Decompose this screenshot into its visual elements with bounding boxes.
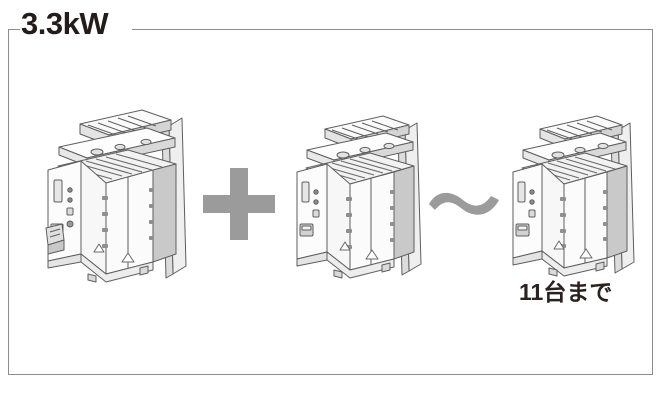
drive-unit-drawing [296,115,422,279]
max-units-note: 11台まで [519,279,613,305]
frame-label-backdrop [20,18,132,44]
wave-dash-icon [429,192,499,215]
operator-tilde [425,176,505,230]
plus-vertical-bar [230,168,248,240]
unit-illustration-2 [287,112,435,284]
kw-group-frame [8,29,653,375]
unit-illustration-3 [504,112,646,282]
drive-unit-drawing [45,109,187,283]
drive-unit-drawing [512,115,635,277]
frame-label-power-rating: 3.3kW [21,6,109,41]
operator-plus [203,168,275,240]
unit-illustration-1 [36,104,206,289]
